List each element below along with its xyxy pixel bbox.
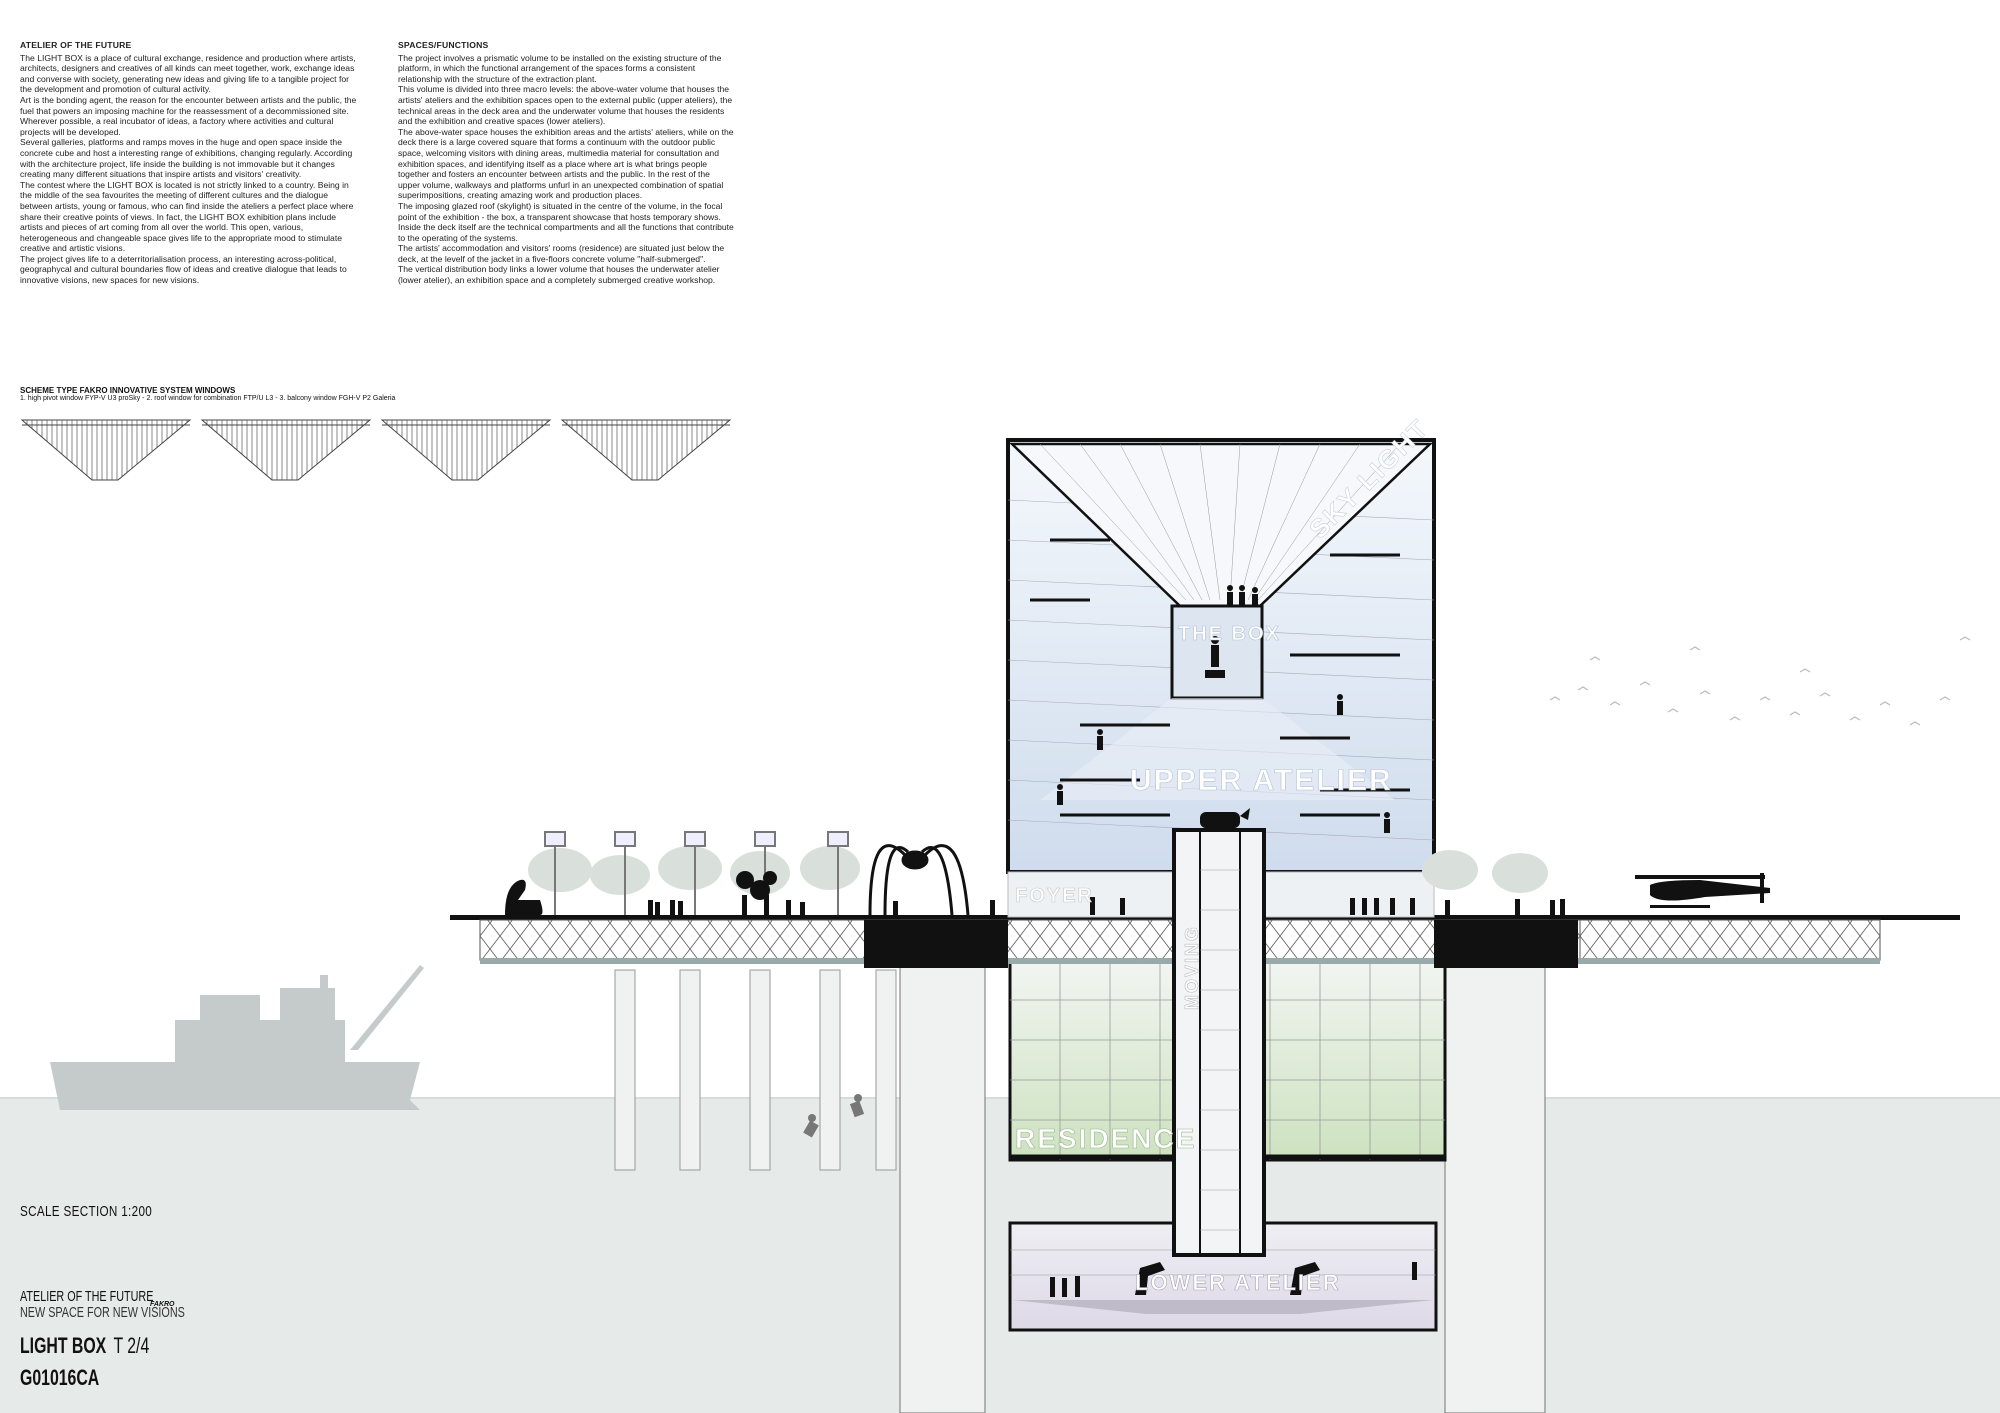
- paragraph: The contest where the LIGHT BOX is locat…: [20, 179, 354, 254]
- project-code: G01016CA: [20, 1365, 100, 1390]
- sheet-number: T 2/4: [113, 1333, 150, 1358]
- window-scheme: SCHEME TYPE FAKRO INNOVATIVE SYSTEM WIND…: [20, 386, 620, 402]
- deck-lamps: [544, 831, 849, 915]
- upper-atelier-volume: [1006, 438, 1436, 874]
- window-scheme-diagrams: [20, 419, 732, 481]
- scheme-caption: 1. high pivot window FYP-V U3 proSky - 2…: [20, 395, 396, 402]
- label-upper-atelier: UPPER ATELIER: [1130, 764, 1393, 797]
- platform-legs: [614, 969, 897, 1171]
- spider-sculpture: [868, 844, 970, 916]
- brand-logo: FAKRO: [150, 1301, 175, 1308]
- paragraph: The above-water space houses the exhibit…: [398, 126, 734, 201]
- ship-silhouette: [50, 965, 424, 1110]
- label-residence: RESIDENCE: [1015, 1123, 1196, 1154]
- paragraph: The project gives life to a deterritoria…: [20, 253, 347, 286]
- title-line-1: ATELIER OF THE FUTURE: [20, 1288, 154, 1305]
- label-lower-atelier: LOWER ATELIER: [1135, 1270, 1341, 1295]
- paragraph: Inside the deck itself are the technical…: [398, 222, 734, 243]
- paragraph: The vertical distribution body links a l…: [398, 264, 720, 286]
- text-column-spaces: SPACES/FUNCTIONS The project involves a …: [398, 40, 734, 286]
- scheme-diagram-3: [380, 419, 552, 481]
- scheme-heading: SCHEME TYPE FAKRO INNOVATIVE SYSTEM WIND…: [20, 386, 236, 395]
- paragraph: The LIGHT BOX is a place of cultural exc…: [20, 52, 356, 95]
- bird-flock: [1549, 636, 1971, 726]
- paragraph: This volume is divided into three macro …: [398, 84, 733, 127]
- helicopter: [1635, 873, 1770, 908]
- text-column-atelier: ATELIER OF THE FUTURE The LIGHT BOX is a…: [20, 40, 360, 286]
- label-foyer: FOYER: [1015, 885, 1094, 907]
- deck-people: [648, 897, 1565, 915]
- sea-band: [0, 1098, 2000, 1413]
- moving-core: [1172, 828, 1266, 1257]
- divers: [803, 1094, 865, 1138]
- label-moving: MOVING: [1182, 925, 1202, 1010]
- paragraph: Several galleries, platforms and ramps m…: [20, 137, 353, 180]
- dog-sculpture: [736, 871, 777, 915]
- heading-spaces: SPACES/FUNCTIONS: [398, 40, 489, 50]
- lower-atelier-volume: [1008, 1221, 1438, 1332]
- project-name: LIGHT BOX: [20, 1333, 107, 1358]
- title-line-2: NEW SPACE FOR NEW VISIONS: [20, 1304, 185, 1321]
- paragraph: The project involves a prismatic volume …: [398, 52, 722, 84]
- paragraph: Art is the bonding agent, the reason for…: [20, 94, 357, 137]
- main-columns: [899, 964, 1546, 1413]
- heading-atelier: ATELIER OF THE FUTURE: [20, 40, 132, 50]
- deck-block-right: [1434, 920, 1578, 968]
- scheme-diagram-4: [560, 419, 732, 481]
- scheme-diagram-1: [20, 419, 192, 481]
- paragraph: The imposing glazed roof (skylight) is s…: [398, 200, 723, 222]
- scheme-diagram-2: [200, 419, 372, 481]
- paragraph: The artists' accommodation and visitors'…: [398, 243, 725, 264]
- deck-block-left: [864, 920, 1008, 968]
- swan-sculpture: [505, 879, 543, 915]
- scale-label: SCALE SECTION 1:200: [20, 1203, 153, 1220]
- deck-vegetation: [528, 846, 1548, 895]
- label-the-box: THE BOX: [1178, 623, 1281, 645]
